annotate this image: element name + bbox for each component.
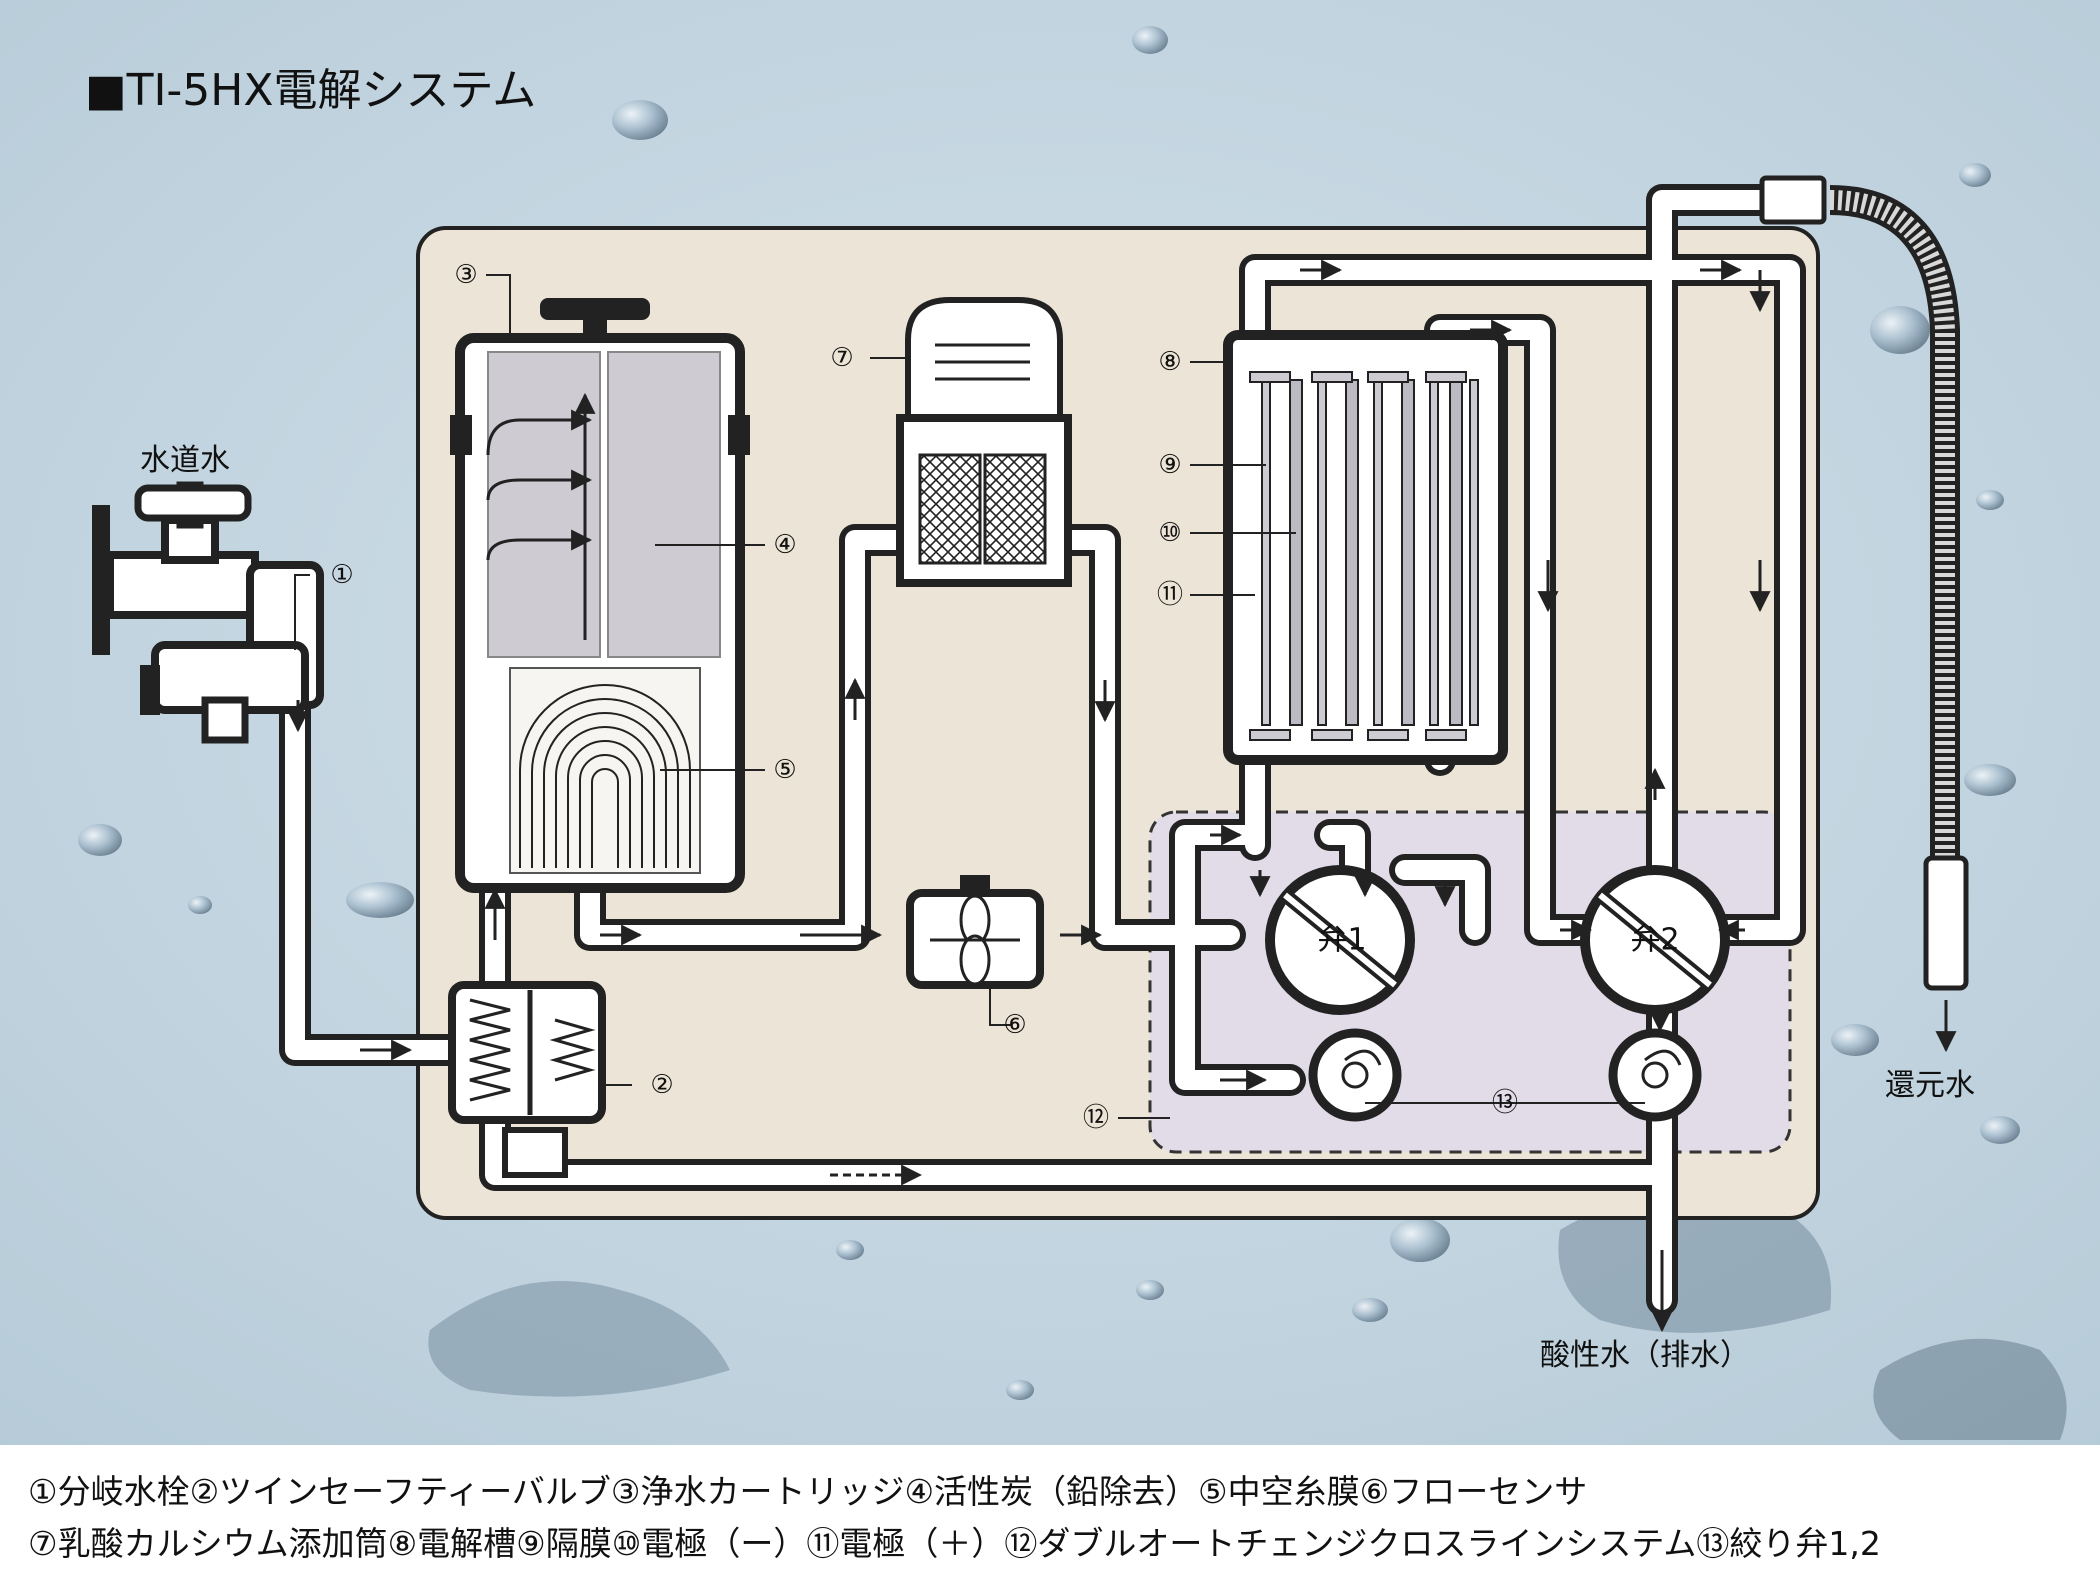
callout-6: ⑥: [1003, 1010, 1026, 1040]
page-title: ■TI-5HX電解システム: [85, 65, 536, 116]
callout-5: ⑤: [773, 755, 796, 785]
tap-water-label: 水道水: [140, 443, 230, 478]
reduced-water-label: 還元水: [1885, 1068, 1975, 1103]
outlet-hose: [1759, 175, 1969, 1053]
callout-10: ⑩: [1158, 518, 1181, 548]
callout-9: ⑨: [1158, 450, 1181, 480]
branch-faucet: [92, 481, 324, 744]
callout-11: ⑪: [1157, 580, 1183, 610]
legend: ①分岐水栓②ツインセーフティーバルブ③浄水カートリッジ④活性炭（鉛除去）⑤中空糸…: [28, 1466, 2078, 1570]
callout-12: ⑫: [1083, 1103, 1109, 1133]
callout-2: ②: [650, 1070, 673, 1100]
calcium-lactate-tube: [896, 297, 1072, 587]
flow-sensor: [906, 875, 1044, 989]
callout-13: ⑬: [1492, 1088, 1518, 1118]
water-filter-cartridge: [450, 298, 750, 893]
callout-7: ⑦: [830, 343, 853, 373]
acidic-water-label: 酸性水（排水）: [1540, 1338, 1750, 1373]
legend-line-1: ①分岐水栓②ツインセーフティーバルブ③浄水カートリッジ④活性炭（鉛除去）⑤中空糸…: [28, 1472, 1588, 1511]
flow-arrows: [360, 259, 1771, 1333]
legend-line-2: ⑦乳酸カルシウム添加筒⑧電解槽⑨隔膜⑩電極（ー）⑪電極（＋）⑫ダブルオートチェン…: [28, 1524, 1881, 1563]
callout-3: ③: [454, 260, 477, 290]
electrolysis-cell: [1223, 330, 1508, 765]
valve-2-label: 弁2: [1630, 923, 1679, 958]
callout-leaders: [294, 274, 1296, 1119]
valve-1-label: 弁1: [1317, 923, 1366, 958]
throttle-valve-1: [1308, 1028, 1402, 1122]
callouts: ① ② ③ ④ ⑤ ⑥ ⑦ ⑧ ⑨ ⑩ ⑪ ⑫ ⑬: [330, 260, 1518, 1133]
valve-1: [1265, 865, 1415, 1015]
twin-safety-valve: [448, 981, 606, 1178]
throttle-valve-2: [1608, 1028, 1702, 1122]
callout-1: ①: [330, 560, 353, 590]
pipe-network: [279, 184, 1806, 1316]
callout-8: ⑧: [1158, 347, 1181, 377]
callout-4: ④: [773, 530, 796, 560]
